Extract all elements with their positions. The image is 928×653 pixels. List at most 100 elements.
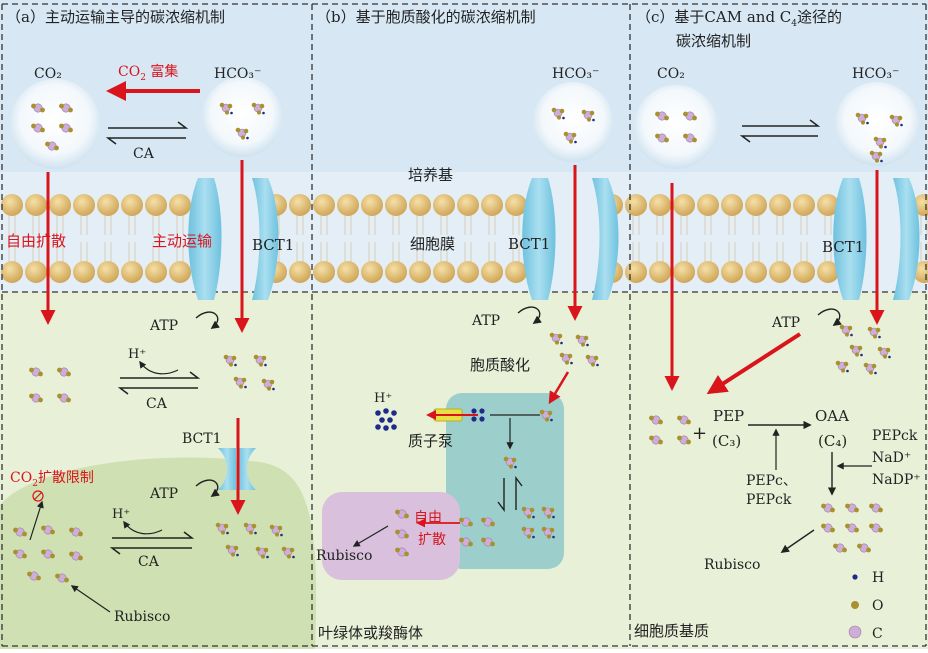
membrane-bead xyxy=(337,194,359,216)
panel-a-title: （a）主动运输主导的碳浓缩机制 xyxy=(6,8,225,26)
membrane-bead xyxy=(697,194,719,216)
cyto-acid-label: 胞质酸化 xyxy=(470,356,530,374)
panel-c-title-line1: （c）基于CAM and C4途径的 xyxy=(636,8,842,29)
ca-label-a3: CA xyxy=(138,554,160,570)
c3-label: (C₃) xyxy=(712,432,741,450)
membrane-bead xyxy=(409,261,431,283)
pepc-label: PEPc、 xyxy=(746,473,797,489)
hco3-sphere-b xyxy=(533,82,613,162)
bct1-channel-b-left xyxy=(522,178,556,300)
bct1-small-left xyxy=(218,448,236,490)
membrane-bead xyxy=(793,194,815,216)
membrane-bead xyxy=(361,194,383,216)
membrane-bead xyxy=(385,194,407,216)
h-plus-label-a2: H⁺ xyxy=(112,507,130,522)
atp-arrow-a2 xyxy=(195,479,220,497)
membrane-bead xyxy=(745,261,767,283)
legend-c-icon xyxy=(848,625,862,639)
teal-equilibrium xyxy=(497,475,523,513)
bct1-label-b: BCT1 xyxy=(508,235,550,253)
membrane-bead xyxy=(433,261,455,283)
membrane-bead xyxy=(457,261,479,283)
rubisco-label-b: Rubisco xyxy=(316,548,372,564)
membrane-bead xyxy=(169,261,191,283)
free-diff-label-b1: 自由 xyxy=(414,510,442,526)
co2-label-a: CO₂ xyxy=(34,66,62,82)
panel-c-title-line2: 碳浓缩机制 xyxy=(676,32,751,50)
rubisco-label-a: Rubisco xyxy=(114,609,170,625)
nadp-label: NaDP⁺ xyxy=(872,472,921,488)
co2-sphere-c xyxy=(634,85,718,169)
ca-label-a1: CA xyxy=(133,146,155,162)
oaa-label: OAA xyxy=(815,407,849,425)
membrane-bead xyxy=(361,261,383,283)
membrane-bead xyxy=(97,194,119,216)
bct1-small-right xyxy=(238,448,256,490)
legend-o-icon xyxy=(851,601,859,609)
legend-h-icon xyxy=(852,574,858,580)
membrane-bead xyxy=(121,194,143,216)
membrane-bead xyxy=(649,194,671,216)
rubisco-arrow-c xyxy=(780,529,815,553)
ca-equilibrium-a3 xyxy=(109,531,195,555)
membrane-bead xyxy=(97,261,119,283)
hco3-to-pep-arrow xyxy=(706,332,802,395)
free-diffusion-label: 自由扩散 xyxy=(6,232,66,250)
membrane-bead xyxy=(49,261,71,283)
pepck2-label: PEPck xyxy=(872,428,918,444)
membrane-bead xyxy=(169,194,191,216)
co2-label-c: CO₂ xyxy=(657,66,685,82)
membrane-bead xyxy=(697,261,719,283)
membrane-bead xyxy=(721,194,743,216)
atp-label-b: ATP xyxy=(471,313,500,329)
atp-label-a2: ATP xyxy=(149,486,178,502)
membrane-bead xyxy=(481,194,503,216)
h-plus-arrow-a1 xyxy=(139,360,179,375)
rubisco-label-c: Rubisco xyxy=(704,557,760,573)
membrane-bead xyxy=(1,261,23,283)
active-transport-label: 主动运输 xyxy=(152,232,212,250)
hco3-label-a: HCO₃⁻ xyxy=(214,66,261,82)
equilibrium-c xyxy=(739,119,821,143)
membrane-bead xyxy=(385,261,407,283)
membrane-bead xyxy=(337,261,359,283)
atp-arrow-b xyxy=(517,306,542,324)
co2-sphere-a xyxy=(10,79,100,169)
membrane-bead xyxy=(769,261,791,283)
membrane-bead xyxy=(1,194,23,216)
chloroplast-box-b xyxy=(322,492,460,580)
cytoplasm-label: 细胞质基质 xyxy=(634,622,709,640)
membrane-bead xyxy=(505,194,527,216)
bct1-label-c: BCT1 xyxy=(822,238,864,256)
membrane-bead xyxy=(721,261,743,283)
co2-enrich-label: CO2 富集 xyxy=(118,63,178,83)
panel-b-title: （b）基于胞质酸化的碳浓缩机制 xyxy=(316,8,536,26)
hco3-sphere-c xyxy=(835,82,919,166)
membrane-bead xyxy=(745,194,767,216)
membrane-bead xyxy=(145,194,167,216)
medium-region xyxy=(0,0,928,172)
membrane-bead xyxy=(409,194,431,216)
membrane-bead xyxy=(457,194,479,216)
hco3-label-c: HCO₃⁻ xyxy=(852,66,899,82)
membrane-bead xyxy=(433,194,455,216)
membrane-bead xyxy=(121,261,143,283)
bct1-channel-a-left xyxy=(188,178,222,300)
bct1-channel-a-right xyxy=(252,178,279,300)
bct1-label-a: BCT1 xyxy=(252,236,294,254)
ca-equilibrium-a1 xyxy=(105,121,189,145)
membrane-bead xyxy=(817,261,839,283)
membrane-bead xyxy=(793,261,815,283)
membrane-bead xyxy=(289,194,311,216)
h-plus-label-b: H⁺ xyxy=(374,391,392,406)
pepck-label: PEPck xyxy=(746,492,792,508)
membrane-bead xyxy=(73,261,95,283)
membrane-bead xyxy=(145,261,167,283)
bct1-channel-b-right xyxy=(592,178,619,300)
membrane-bead xyxy=(73,194,95,216)
bct1-small-label: BCT1 xyxy=(182,431,222,447)
ca-label-a2: CA xyxy=(146,396,168,412)
panel-dividers xyxy=(1,3,927,647)
proton-cluster xyxy=(375,408,397,431)
cyto-acid-box xyxy=(446,393,564,569)
